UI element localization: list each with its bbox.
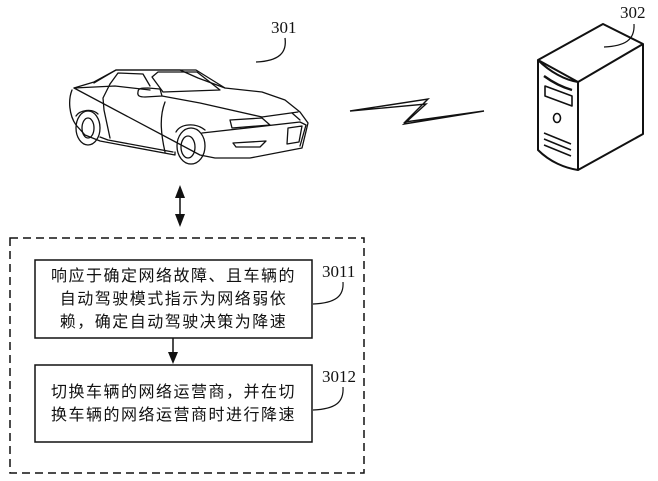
server-ref-label: 302 xyxy=(620,3,646,22)
step-3011-line: 响应于确定网络故障、且车辆的 xyxy=(50,266,296,285)
wireless-lightning-icon xyxy=(349,97,485,126)
step-3012-box xyxy=(34,364,313,443)
server-tower-icon xyxy=(537,23,644,171)
step-3012-line: 换车辆的网络运营商时进行降速 xyxy=(50,405,296,424)
step-3012-leader-line xyxy=(312,386,344,411)
step-3012-text: 切换车辆的网络运营商，并在切 换车辆的网络运营商时进行降速 xyxy=(35,380,312,426)
server-leader-line xyxy=(603,23,635,48)
step-3011-line: 自动驾驶模式指示为网络弱依 xyxy=(59,289,288,308)
step-3011-text: 响应于确定网络故障、且车辆的 自动驾驶模式指示为网络弱依 赖，确定自动驾驶决策为… xyxy=(35,264,312,333)
vehicle-ref-label: 301 xyxy=(271,18,297,37)
step-3012-line: 切换车辆的网络运营商，并在切 xyxy=(50,382,296,401)
process-group-dashed-box xyxy=(9,237,365,474)
step-3012-ref-label: 3012 xyxy=(322,367,356,386)
bidirectional-arrow xyxy=(175,185,185,227)
vehicle-leader-line xyxy=(255,37,286,63)
flow-arrow-down xyxy=(168,338,178,364)
car-icon xyxy=(69,69,309,165)
step-3011-ref-label: 3011 xyxy=(322,262,355,281)
step-3011-leader-line xyxy=(312,281,344,305)
step-3011-box xyxy=(34,259,313,339)
step-3011-line: 赖，确定自动驾驶决策为降速 xyxy=(59,312,288,331)
